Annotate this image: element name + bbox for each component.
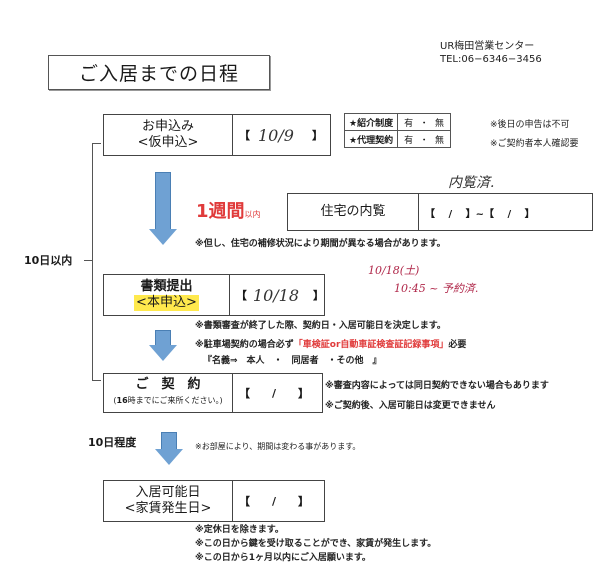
parking-note-highlight: 「車検証or自動車証検査証記録事項」 (293, 340, 449, 350)
parking-note-suffix: 必要 (448, 340, 467, 350)
documents-note-1: ※書類審査が終了した際、契約日・入居可能日を決定します。 (195, 321, 446, 331)
handwritten-appointment-note: 10/18(土) 10:45 ~ 予約済. (368, 262, 478, 298)
options-table: ★紹介制度 有 ・ 無 ★代理契約 有 ・ 無 (343, 113, 452, 148)
office-tel: TEL:06−6346−3456 (440, 54, 542, 65)
contract-subtitle: (16時までにご来所ください。) (113, 393, 222, 409)
move-in-title: 入居可能日 (135, 485, 201, 500)
viewing-note: ※但し、住宅の補修状況により期間が異なる場合があります。 (195, 239, 446, 249)
office-info: UR梅田営業センター TEL:06−6346−3456 (440, 40, 542, 66)
option-label: ★代理契約 (343, 130, 399, 148)
option-choice[interactable]: 有 ・ 無 (397, 130, 452, 148)
bracket-tick (84, 260, 92, 261)
bracket-open: 【 (235, 289, 247, 302)
move-in-note-2: ※この日から鍵を受け取ることができ、家賃が発生します。 (195, 539, 437, 549)
paren-open: ( (113, 396, 117, 405)
option-note-referral: ※後日の申告は不可 (490, 120, 570, 130)
option-note-proxy: ※ご契約者本人確認要 (490, 139, 579, 149)
handwritten-documents-date: 10/18 (252, 285, 299, 305)
move-in-note-1: ※定休日を除きます。 (195, 525, 284, 535)
arrow-down-icon (155, 432, 183, 465)
documents-note-2: ※駐車場契約の場合必ず「車検証or自動車証検査証記録事項」必要 (195, 337, 466, 350)
parking-note-prefix: ※駐車場契約の場合必ず (195, 340, 294, 350)
step-documents: 書類提出 <本申込> 【 10/18 】 (103, 274, 325, 316)
viewing-date-range-field[interactable]: 【 / 】~【 / 】 (419, 194, 535, 230)
documents-note-3: 『名義⇒ 本人 ・ 同居者 ・その他 』 (203, 356, 382, 366)
option-choice[interactable]: 有 ・ 無 (397, 113, 452, 131)
bracket-close: 】 (313, 289, 324, 302)
viewing-label: 住宅の内覧 (288, 194, 419, 230)
bracket-open: 【 (239, 129, 250, 142)
office-name: UR梅田営業センター (440, 41, 535, 52)
viewing-title: 住宅の内覧 (320, 204, 386, 219)
option-row-proxy: ★代理契約 有 ・ 無 (343, 130, 452, 148)
move-in-note-3: ※この日から1ヶ月以内にご入居願います。 (195, 553, 371, 563)
move-in-subtitle: <家賃発生日> (124, 501, 212, 516)
move-in-date-field[interactable]: 【 / 】 (233, 481, 309, 521)
option-yes[interactable]: 有 (404, 135, 414, 146)
contract-hour: 16 (116, 396, 128, 405)
contract-date-field[interactable]: 【 / 】 (233, 374, 309, 412)
documents-subtitle-highlighted: <本申込> (134, 295, 199, 311)
viewing-period-number: 1週間 (196, 201, 245, 222)
page-title: ご入居までの日程 (48, 55, 270, 90)
step-viewing: 住宅の内覧 【 / 】~【 / 】 (287, 193, 593, 231)
contract-note-1: ※審査内容によっては同日契約できない場合もあります (325, 381, 549, 391)
application-date-field[interactable]: 【 10/9 】 (233, 115, 323, 155)
paren-close: ) (219, 396, 223, 405)
viewing-period-suffix: 以内 (244, 210, 261, 219)
documents-date-field[interactable]: 【 10/18 】 (230, 275, 324, 315)
label-within-10-days: 10日以内 (24, 254, 73, 267)
arrow-down-icon (149, 172, 177, 245)
step-contract: ご 契 約 (16時までにご来所ください。) 【 / 】 (103, 373, 323, 413)
viewing-period: 1週間以内 (196, 197, 261, 223)
option-no[interactable]: 無 (435, 118, 445, 129)
documents-label: 書類提出 <本申込> (104, 275, 230, 315)
option-separator: ・ (419, 118, 429, 129)
arrow-down-icon (149, 330, 177, 361)
bracket-close: 】 (311, 129, 323, 142)
label-about-10-days: 10日程度 (88, 436, 137, 449)
move-in-arrow-note: ※お部屋により、期間は変わる事があります。 (195, 442, 361, 451)
application-subtitle: <仮申込> (137, 135, 199, 150)
option-no[interactable]: 無 (435, 135, 445, 146)
bracket-10-days (92, 143, 101, 381)
contract-note-2: ※ご契約後、入居可能日は変更できません (325, 401, 496, 411)
option-label: ★紹介制度 (343, 113, 399, 131)
option-separator: ・ (419, 135, 429, 146)
handwritten-appointment-time: 10:45 ~ 予約済. (394, 282, 479, 295)
handwritten-appointment-date: 10/18(土) (368, 264, 420, 277)
contract-title: ご 契 約 (135, 377, 201, 392)
contract-subtitle-text: 時までにご来所ください。 (127, 396, 220, 405)
option-yes[interactable]: 有 (404, 118, 414, 129)
handwritten-application-date: 10/9 (258, 125, 294, 145)
step-move-in: 入居可能日 <家賃発生日> 【 / 】 (103, 480, 325, 522)
move-in-label: 入居可能日 <家賃発生日> (104, 481, 233, 521)
documents-title: 書類提出 (140, 279, 193, 294)
viewing-range-text: 【 / 】~【 / 】 (425, 208, 535, 220)
contract-date-value: 【 / 】 (239, 387, 310, 400)
contract-label: ご 契 約 (16時までにご来所ください。) (104, 374, 233, 412)
page-title-text: ご入居までの日程 (78, 63, 239, 85)
option-row-referral: ★紹介制度 有 ・ 無 (343, 113, 452, 131)
move-in-date-value: 【 / 】 (239, 495, 310, 508)
application-title: お申込み (141, 119, 194, 134)
step-application-label: お申込み <仮申込> (104, 115, 233, 155)
step-application: お申込み <仮申込> 【 10/9 】 (103, 114, 331, 156)
handwritten-viewing-note: 内覧済. (448, 175, 495, 191)
